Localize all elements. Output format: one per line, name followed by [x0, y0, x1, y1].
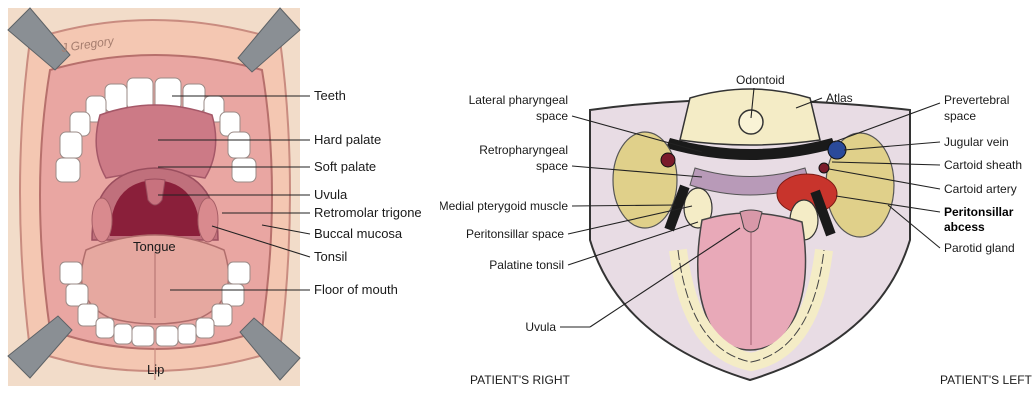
peritonsillar-abscess-label-line1: Peritonsillar [944, 205, 1014, 219]
lateral-pharyngeal-label-line2: space [536, 109, 568, 123]
peritonsillar-abscess-label-line2: abcess [944, 220, 985, 234]
retropharyngeal-label-line2: space [536, 159, 568, 173]
tonsil-label: Tonsil [314, 249, 347, 264]
jugular-vein [828, 141, 846, 159]
right-carotid-vessel [661, 153, 675, 167]
odontoid-label: Odontoid [736, 73, 785, 87]
lip-label: Lip [147, 362, 164, 377]
jugular-vein-label: Jugular vein [944, 135, 1009, 149]
lateral-pharyngeal-label-line1: Lateral pharyngeal [469, 93, 568, 107]
retropharyngeal-label-line1: Retropharyngeal [479, 143, 568, 157]
atlas-label: Atlas [826, 91, 853, 105]
oral-cavity-figure: J Gregory Tongue Lip Teeth Hard palate S… [0, 0, 440, 394]
parotid-gland-label: Parotid gland [944, 241, 1015, 255]
palatine-tonsil-label: Palatine tonsil [489, 258, 564, 272]
medial-pterygoid-label: Medial pterygoid muscle [440, 199, 568, 213]
floor-of-mouth-label: Floor of mouth [314, 282, 398, 297]
soft-palate-label: Soft palate [314, 159, 376, 174]
tongue-label: Tongue [133, 239, 176, 254]
uvula-label-right-figure: Uvula [525, 320, 556, 334]
prevertebral-label-line1: Prevertebral [944, 93, 1009, 107]
patient-left-label: PATIENT'S LEFT [940, 373, 1033, 387]
teeth-label: Teeth [314, 88, 346, 103]
oral-cavity-illustration: J Gregory Tongue Lip Teeth Hard palate S… [0, 0, 440, 394]
left-tonsil [92, 198, 112, 242]
cross-section-figure: Odontoid Atlas Lateral pharyngeal space … [440, 0, 1035, 394]
carotid-artery [819, 163, 829, 173]
patient-right-label: PATIENT'S RIGHT [470, 373, 571, 387]
hard-palate-label: Hard palate [314, 132, 381, 147]
right-tonsil [198, 198, 218, 242]
prevertebral-label-line2: space [944, 109, 976, 123]
peritonsillar-space-label: Peritonsillar space [466, 227, 564, 241]
uvula-label: Uvula [314, 187, 348, 202]
buccal-mucosa-label: Buccal mucosa [314, 226, 403, 241]
cross-section-illustration: Odontoid Atlas Lateral pharyngeal space … [440, 0, 1035, 394]
retromolar-trigone-label: Retromolar trigone [314, 205, 422, 220]
right-parotid-gland [613, 132, 677, 228]
carotid-artery-label: Cartoid artery [944, 182, 1017, 196]
carotid-sheath-label: Cartoid sheath [944, 158, 1022, 172]
